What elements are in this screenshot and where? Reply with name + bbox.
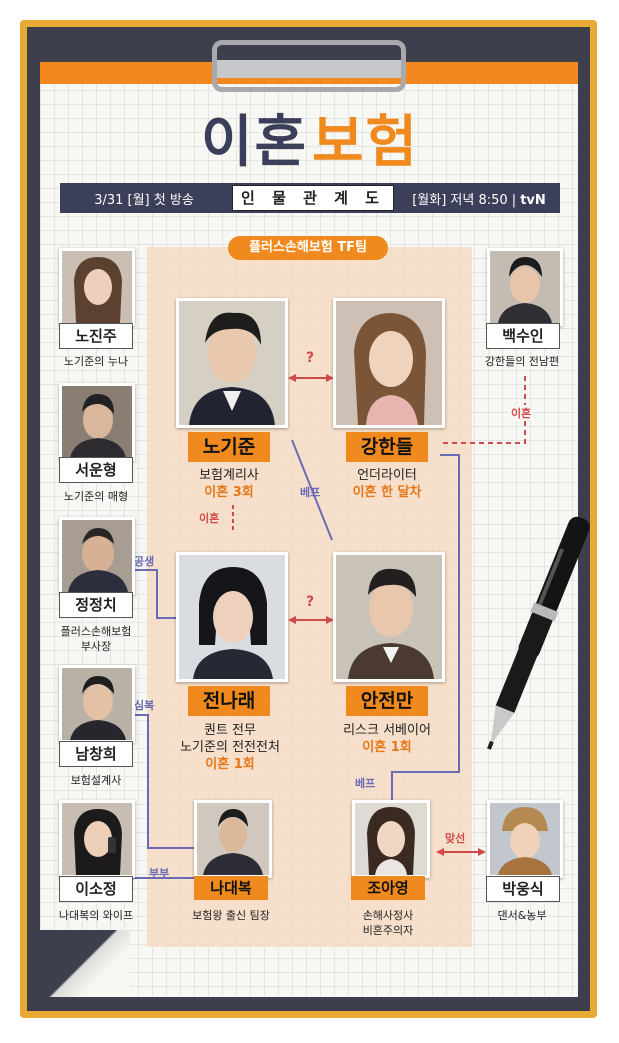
portrait-noh-jinju: [59, 248, 135, 326]
desc-noh-jinju: 노기준의 누나: [63, 355, 129, 368]
name-ahn-jeonman: 안전만: [346, 686, 428, 716]
name-na-daebok: 나대복: [194, 876, 268, 900]
info-bar: 3/31 [월] 첫 방송 인 물 관 계 도 [월화] 저녁 8:50 |tv…: [60, 183, 560, 213]
desc-ahn-jeonman-note: 이혼 1회: [362, 740, 412, 755]
rel-bestie-label: 베프: [300, 486, 321, 499]
schedule: [월화] 저녁 8:50 |tvN: [398, 189, 560, 208]
clipboard-clip-bar: [212, 60, 406, 78]
desc-kang-handeul-note: 이혼 한 달차: [352, 485, 422, 500]
desc-noh-gijun-role: 보험계리사: [199, 468, 259, 483]
portrait-lee-sojeong: [59, 800, 135, 878]
arrow-q2-right: [326, 616, 334, 624]
portrait-jeon-narae: [176, 552, 288, 682]
name-jeon-narae: 전나래: [188, 686, 270, 716]
person-photo-icon: [490, 251, 560, 323]
rel-confidant: 심복: [134, 699, 155, 712]
person-photo-icon: [179, 301, 285, 425]
desc-noh-gijun-note: 이혼 3회: [204, 485, 254, 500]
schedule-text: [월화] 저녁 8:50 |: [412, 192, 517, 208]
tf-team-label: 플러스손해보험 TF팀: [228, 236, 388, 260]
desc-baek-suin: 강한들의 전남편: [484, 355, 560, 368]
desc-nam-changhui: 보험설계사: [70, 774, 122, 787]
portrait-noh-gijun: [176, 298, 288, 428]
premiere-date: 3/31 [월] 첫 방송: [94, 192, 194, 208]
person-photo-icon: [355, 803, 427, 875]
desc-ahn-jeonman-role: 리스크 서베이어: [343, 723, 431, 738]
rel-divorce-baek: 이혼: [509, 405, 534, 421]
logo-part2: 보험: [312, 109, 420, 175]
rel-rival: 맞선: [445, 832, 466, 845]
line-coexist: [132, 569, 180, 619]
rel-couple: 부부: [149, 867, 170, 880]
clipboard-clip: [212, 40, 406, 92]
desc-jeon-narae-note: 이혼 1회: [205, 757, 255, 772]
portrait-jeong-jeongchi: [59, 517, 135, 595]
desc-jeong-jeongchi: 플러스손해보험 부사장: [60, 625, 132, 653]
rel-question-top: ?: [306, 350, 315, 366]
desc-seo-unhyeong: 노기준의 매형: [63, 490, 129, 503]
name-lee-sojeong: 이소정: [59, 876, 133, 902]
person-photo-icon: [336, 301, 442, 425]
name-nam-changhui: 남창희: [59, 741, 133, 767]
portrait-seo-unhyeong: [59, 383, 135, 461]
desc-lee-sojeong: 나대복의 와이프: [58, 909, 134, 922]
portrait-jo-ayeong: [352, 800, 430, 878]
name-park-ungsik: 박웅식: [486, 876, 560, 902]
desc-jeon-narae-role: 퀀트 전무 노기준의 전전전처: [180, 723, 280, 755]
rel-coexist: 공생: [134, 555, 155, 568]
line-confidant: [132, 714, 194, 849]
desc-na-daebok: 보험왕 출신 팀장: [192, 909, 270, 922]
line-divorce-baek: [440, 376, 526, 444]
desc-kang-handeul-role: 언더라이터: [357, 468, 417, 483]
name-noh-jinju: 노진주: [59, 323, 133, 349]
chart-title: 인 물 관 계 도: [232, 185, 394, 211]
portrait-nam-changhui: [59, 665, 135, 743]
portrait-na-daebok: [194, 800, 272, 878]
arrow-q2-left: [288, 616, 296, 624]
name-kang-handeul: 강한들: [346, 432, 428, 462]
desc-jo-ayeong: 손해사정사 비혼주의자: [362, 909, 414, 937]
person-photo-icon: [490, 803, 560, 875]
portrait-kang-handeul: [333, 298, 445, 428]
person-photo-icon: [62, 668, 132, 740]
person-photo-icon: [62, 803, 132, 875]
pen-icon: [487, 516, 590, 750]
arrow-rival-right: [478, 848, 486, 856]
rel-bestie2-label: 베프: [355, 777, 376, 790]
person-photo-icon: [179, 555, 285, 679]
name-baek-suin: 백수인: [486, 323, 560, 349]
paper-curl: [40, 930, 130, 997]
name-jeong-jeongchi: 정정치: [59, 592, 133, 618]
name-noh-gijun: 노기준: [188, 432, 270, 462]
arrow-q1-right: [326, 374, 334, 382]
arrow-rival-left: [436, 848, 444, 856]
person-photo-icon: [62, 386, 132, 458]
desc-park-ungsik: 댄서&농부: [497, 909, 547, 922]
arrow-q1-left: [288, 374, 296, 382]
channel-logo: tvN: [520, 192, 546, 208]
person-photo-icon: [197, 803, 269, 875]
portrait-baek-suin: [487, 248, 563, 326]
rel-divorce-noh: 이혼: [199, 512, 220, 525]
line-bestie1: [291, 439, 333, 541]
name-seo-unhyeong: 서운형: [59, 457, 133, 483]
rel-question-mid: ?: [306, 594, 315, 610]
portrait-ahn-jeonman: [333, 552, 445, 682]
logo-part1: 이혼: [200, 109, 308, 175]
name-jo-ayeong: 조아영: [351, 876, 425, 900]
person-photo-icon: [62, 520, 132, 592]
person-photo-icon: [62, 251, 132, 323]
person-photo-icon: [336, 555, 442, 679]
line-bestie2: [391, 454, 460, 800]
portrait-park-ungsik: [487, 800, 563, 878]
